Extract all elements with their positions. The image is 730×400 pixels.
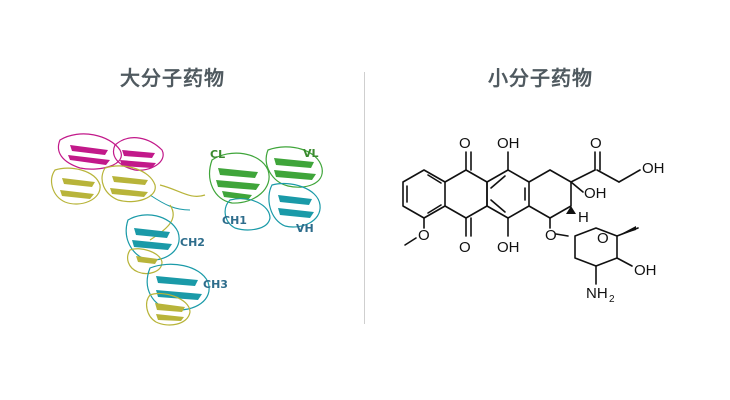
atom-h: H xyxy=(578,209,589,226)
label-cl: CL xyxy=(210,148,225,161)
label-vh: VH xyxy=(296,222,314,235)
atom-oh-side: OH xyxy=(642,160,665,177)
large-molecule-title: 大分子药物 xyxy=(120,66,225,90)
atom-oh-sugar: OH xyxy=(634,262,657,279)
atom-o-glyco: O xyxy=(545,227,557,244)
label-ch3: CH3 xyxy=(203,278,228,291)
antibody-structure: CL VL CH1 VH CH2 CH3 xyxy=(51,133,323,326)
atom-nh2-subscript: 2 xyxy=(609,294,615,305)
panel-divider xyxy=(364,72,365,324)
atom-oh-bottom: OH xyxy=(497,239,520,256)
atom-o-top: O xyxy=(459,135,471,152)
fab-cl-domain xyxy=(209,146,323,204)
atom-o-bottom: O xyxy=(459,239,471,256)
small-molecule-title: 小分子药物 xyxy=(488,66,593,90)
atom-nh2: NH xyxy=(586,285,608,302)
fab-vh-domain xyxy=(224,182,321,231)
atom-oh-top: OH xyxy=(497,135,520,152)
atom-oh-ring: OH xyxy=(584,185,607,202)
atom-o-ring: O xyxy=(597,230,609,247)
fc-ch2-domain xyxy=(125,214,180,275)
atom-o-methoxy: O xyxy=(418,227,430,244)
fab-heavy-domain xyxy=(57,133,164,171)
label-vl: VL xyxy=(303,147,319,160)
label-ch2: CH2 xyxy=(180,236,205,249)
fab-light-domain xyxy=(51,165,156,205)
fc-ch3-domain xyxy=(146,263,210,326)
atom-o-keto: O xyxy=(590,135,602,152)
label-ch1: CH1 xyxy=(222,214,247,227)
